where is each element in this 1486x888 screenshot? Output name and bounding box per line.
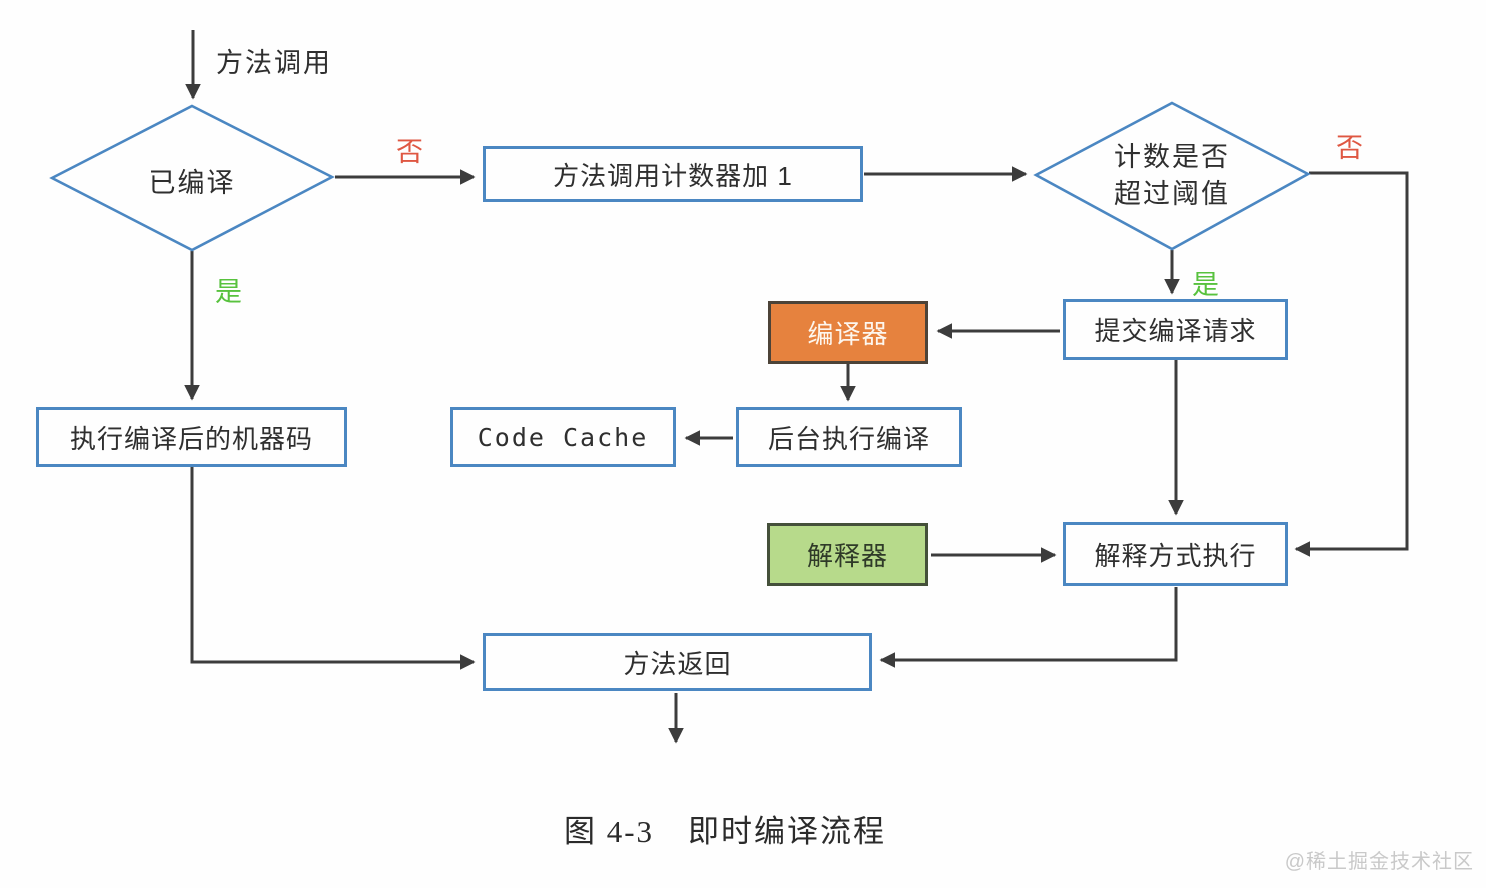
edge-interpret-to-return-elbow: [879, 587, 1178, 668]
node-code-cache: Code Cache: [450, 407, 676, 467]
node-background-compile: 后台执行编译: [736, 407, 962, 467]
node-interpret-execute: 解释方式执行: [1063, 522, 1288, 586]
figure-number: 图 4-3: [563, 814, 655, 849]
edge-label-threshold-no: 否: [1336, 133, 1363, 163]
edge-threshold-no-elbow: [1294, 171, 1409, 557]
node-execute-machine-code: 执行编译后的机器码: [36, 407, 347, 467]
decision-compiled-diamond: [49, 104, 335, 252]
decision-threshold-line2: 超过阈值: [1114, 179, 1230, 209]
node-submit-request: 提交编译请求: [1063, 299, 1288, 360]
node-method-return: 方法返回: [483, 633, 872, 691]
decision-threshold-diamond: [1033, 101, 1311, 251]
edge-label-threshold-yes: 是: [1192, 270, 1219, 300]
edge-label-method-call: 方法调用: [216, 48, 332, 78]
decision-threshold-label: 计数是否 超过阈值: [1036, 139, 1308, 213]
node-counter-increment: 方法调用计数器加 1: [483, 146, 863, 202]
decision-compiled-label: 已编译: [148, 168, 236, 198]
figure-title: 即时编译流程: [688, 814, 887, 849]
figure-caption: 图 4-3 即时编译流程: [400, 806, 1050, 851]
edge-machine-to-return-elbow: [190, 467, 476, 670]
watermark: @稀土掘金技术社区: [1284, 851, 1474, 873]
node-compiler: 编译器: [768, 301, 928, 364]
decision-threshold-line1: 计数是否: [1114, 142, 1230, 172]
node-interpreter: 解释器: [767, 523, 928, 586]
edge-label-compiled-no: 否: [396, 137, 423, 167]
edge-label-compiled-yes: 是: [215, 277, 242, 307]
